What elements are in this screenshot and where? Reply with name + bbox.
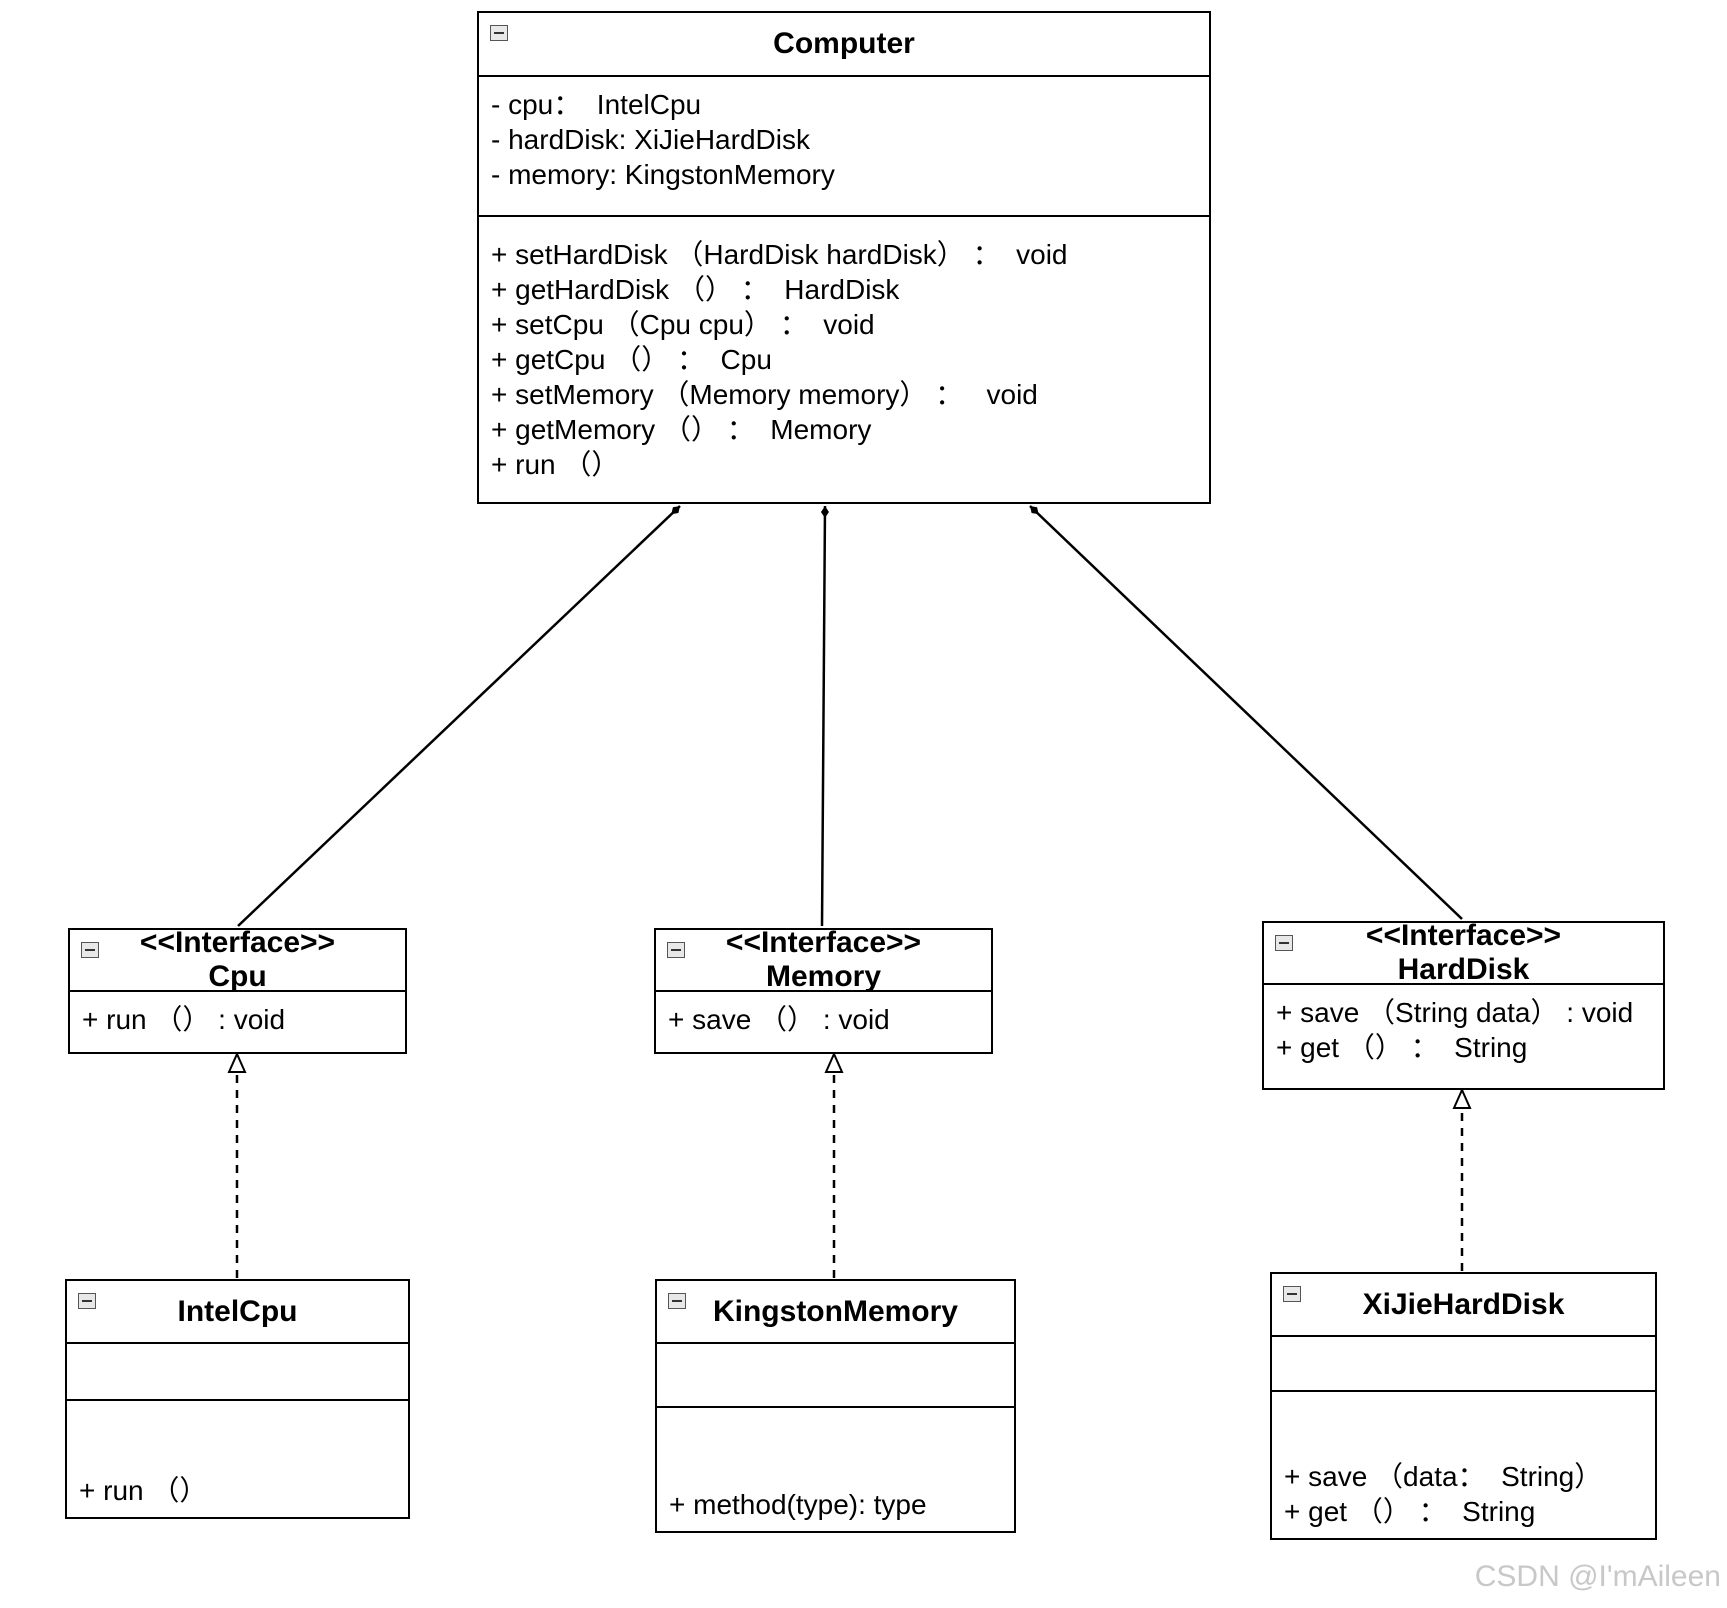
attribute: - hardDisk: XiJieHardDisk — [491, 124, 810, 155]
collapse-icon[interactable] — [81, 942, 99, 958]
class-header: KingstonMemory — [657, 1281, 1014, 1344]
attributes-section: - cpu： IntelCpu - hardDisk: XiJieHardDis… — [479, 77, 1209, 217]
operations-section: + save （String data） : void + get （） ： S… — [1264, 985, 1663, 1071]
class-xijieharddisk[interactable]: XiJieHardDisk + save （data： String） + ge… — [1270, 1272, 1657, 1540]
attributes-section — [1272, 1337, 1655, 1392]
operation: + get （） ： String — [1276, 1032, 1528, 1063]
interface-memory[interactable]: <<Interface>> Memory + save （） : void — [654, 926, 993, 1054]
collapse-icon[interactable] — [1283, 1286, 1301, 1302]
class-name: KingstonMemory — [712, 1294, 958, 1328]
operation: + getMemory （） ： Memory — [491, 414, 872, 445]
stereotype: <<Interface>> — [139, 926, 336, 959]
composition-computer-harddisk — [1029, 505, 1463, 920]
interface-name: HardDisk — [1397, 953, 1530, 986]
interface-name: Memory — [765, 960, 882, 993]
operation: + save （String data） : void — [1276, 997, 1634, 1028]
class-header: IntelCpu — [67, 1281, 408, 1344]
class-computer[interactable]: Computer - cpu： IntelCpu - hardDisk: XiJ… — [477, 11, 1211, 504]
interface-header: <<Interface>> Memory — [656, 926, 991, 993]
operations-section: + save （） : void — [656, 992, 991, 1043]
class-name: IntelCpu — [177, 1294, 298, 1328]
collapse-icon[interactable] — [1275, 935, 1293, 951]
interface-header: <<Interface>> HardDisk — [1264, 919, 1663, 986]
operation: + save （data： String） — [1284, 1461, 1603, 1492]
composition-computer-memory — [820, 505, 829, 927]
operation: + getHardDisk （） ： HardDisk — [491, 274, 900, 305]
operation: + run （） — [79, 1475, 208, 1506]
watermark: CSDN @I'mAileen — [1474, 1560, 1721, 1593]
class-name: Computer — [773, 27, 915, 60]
operation: + setHardDisk （HardDisk hardDisk） ： void — [491, 239, 1068, 270]
attribute: - cpu： IntelCpu — [491, 89, 702, 120]
operation: + save （） : void — [668, 1004, 890, 1035]
class-name: XiJieHardDisk — [1362, 1287, 1565, 1321]
operations-section: + setHardDisk （HardDisk hardDisk） ： void… — [479, 217, 1209, 488]
operations-section: + run （） — [67, 1401, 408, 1516]
operation: + setCpu （Cpu cpu） ： void — [491, 309, 875, 340]
interface-harddisk[interactable]: <<Interface>> HardDisk + save （String da… — [1262, 919, 1665, 1090]
collapse-icon[interactable] — [78, 1293, 96, 1309]
interface-cpu[interactable]: <<Interface>> Cpu + run （） : void — [68, 926, 407, 1054]
operation: + getCpu （） ： Cpu — [491, 344, 772, 375]
class-kingstonmemory[interactable]: KingstonMemory + method(type): type — [655, 1279, 1016, 1533]
stereotype: <<Interface>> — [725, 926, 922, 959]
operations-section: + save （data： String） + get （） ： String — [1272, 1392, 1655, 1537]
class-header: XiJieHardDisk — [1272, 1274, 1655, 1337]
collapse-icon[interactable] — [668, 1293, 686, 1309]
stereotype: <<Interface>> — [1365, 919, 1562, 952]
operations-section: + run （） : void — [70, 992, 405, 1043]
operation: + get （） ： String — [1284, 1496, 1536, 1527]
operation: + setMemory （Memory memory） ： void — [491, 379, 1038, 410]
interface-name: Cpu — [208, 960, 267, 993]
attribute: - memory: KingstonMemory — [491, 159, 835, 190]
operation: + run （） : void — [82, 1004, 286, 1035]
collapse-icon[interactable] — [667, 942, 685, 958]
class-intelcpu[interactable]: IntelCpu + run （） — [65, 1279, 410, 1519]
composition-computer-cpu — [237, 505, 681, 927]
operation: + method(type): type — [669, 1489, 927, 1520]
operation: + run （） — [491, 449, 620, 480]
class-header: Computer — [479, 13, 1209, 77]
attributes-section — [657, 1344, 1014, 1408]
interface-header: <<Interface>> Cpu — [70, 926, 405, 993]
collapse-icon[interactable] — [490, 25, 508, 41]
operations-section: + method(type): type — [657, 1408, 1014, 1530]
attributes-section — [67, 1344, 408, 1401]
